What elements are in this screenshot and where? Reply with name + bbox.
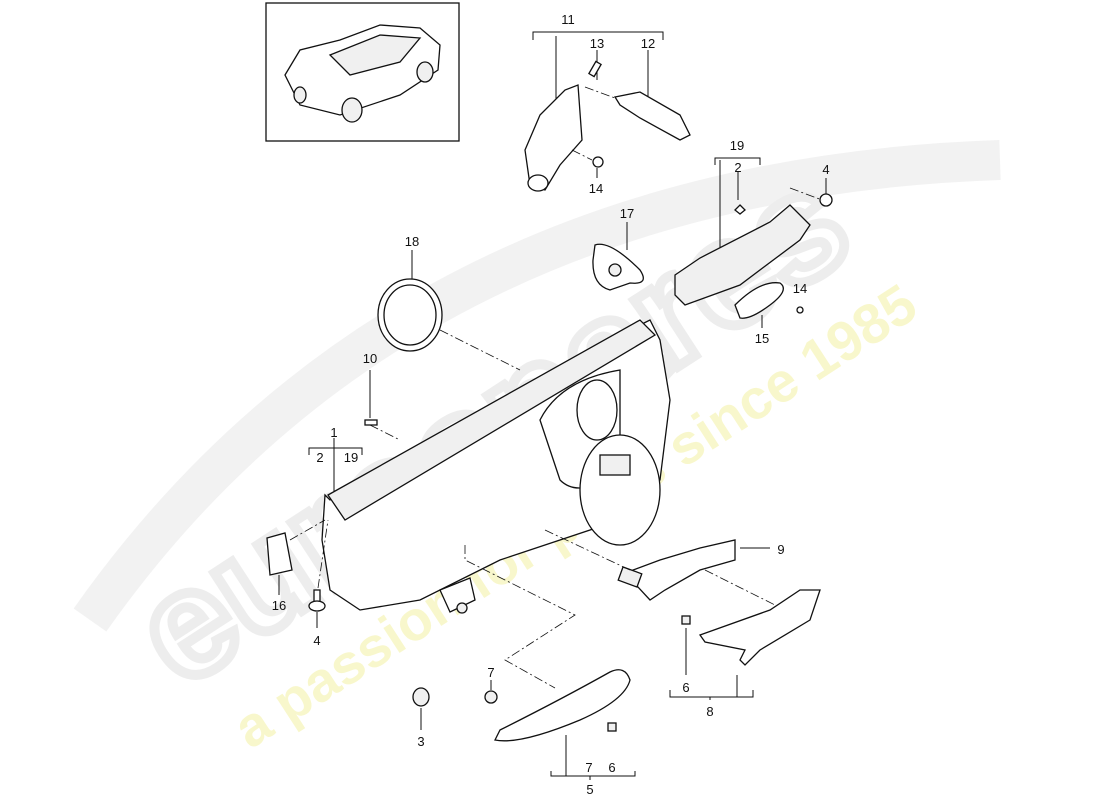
callout-2: 2 bbox=[734, 160, 741, 175]
callout-7b: 7 bbox=[585, 760, 592, 775]
callout-16: 16 bbox=[272, 598, 286, 613]
trim-strip-8 bbox=[669, 569, 821, 700]
callout-5: 5 bbox=[586, 782, 593, 797]
speaker-ring-18 bbox=[377, 250, 521, 371]
pull-handle-9 bbox=[544, 529, 770, 601]
callout-3: 3 bbox=[417, 734, 424, 749]
callout-19: 19 bbox=[730, 138, 744, 153]
callout-7: 7 bbox=[487, 665, 494, 680]
screw-4 bbox=[308, 519, 329, 628]
callout-2b: 2 bbox=[316, 450, 323, 465]
callout-17: 17 bbox=[620, 206, 634, 221]
callout-13: 13 bbox=[590, 36, 604, 51]
callout-18: 18 bbox=[405, 234, 419, 249]
armrest-5 bbox=[464, 545, 636, 780]
callout-1: 1 bbox=[330, 425, 337, 440]
door-panel-1 bbox=[321, 319, 671, 614]
callout-4: 4 bbox=[822, 162, 829, 177]
callout-12: 12 bbox=[641, 36, 655, 51]
callout-6b: 6 bbox=[608, 760, 615, 775]
bracket-1 bbox=[308, 438, 363, 492]
grommet-3 bbox=[412, 687, 430, 730]
callout-10: 10 bbox=[363, 351, 377, 366]
callout-15: 15 bbox=[755, 331, 769, 346]
callout-14: 14 bbox=[589, 181, 603, 196]
callout-19b: 19 bbox=[344, 450, 358, 465]
callout-4b: 4 bbox=[313, 633, 320, 648]
armrest-trim-19 bbox=[674, 157, 833, 328]
callout-11: 11 bbox=[561, 12, 575, 27]
vehicle-thumbnail bbox=[265, 2, 460, 142]
callout-6: 6 bbox=[682, 680, 689, 695]
door-handle-assembly bbox=[524, 31, 691, 192]
callout-labels: 11 13 12 14 19 2 4 17 18 14 15 10 1 2 19… bbox=[272, 12, 830, 797]
callout-9: 9 bbox=[777, 542, 784, 557]
cover-16 bbox=[266, 519, 326, 595]
callout-14b: 14 bbox=[793, 281, 807, 296]
callout-8: 8 bbox=[706, 704, 713, 719]
switch-cover-17 bbox=[592, 222, 644, 291]
